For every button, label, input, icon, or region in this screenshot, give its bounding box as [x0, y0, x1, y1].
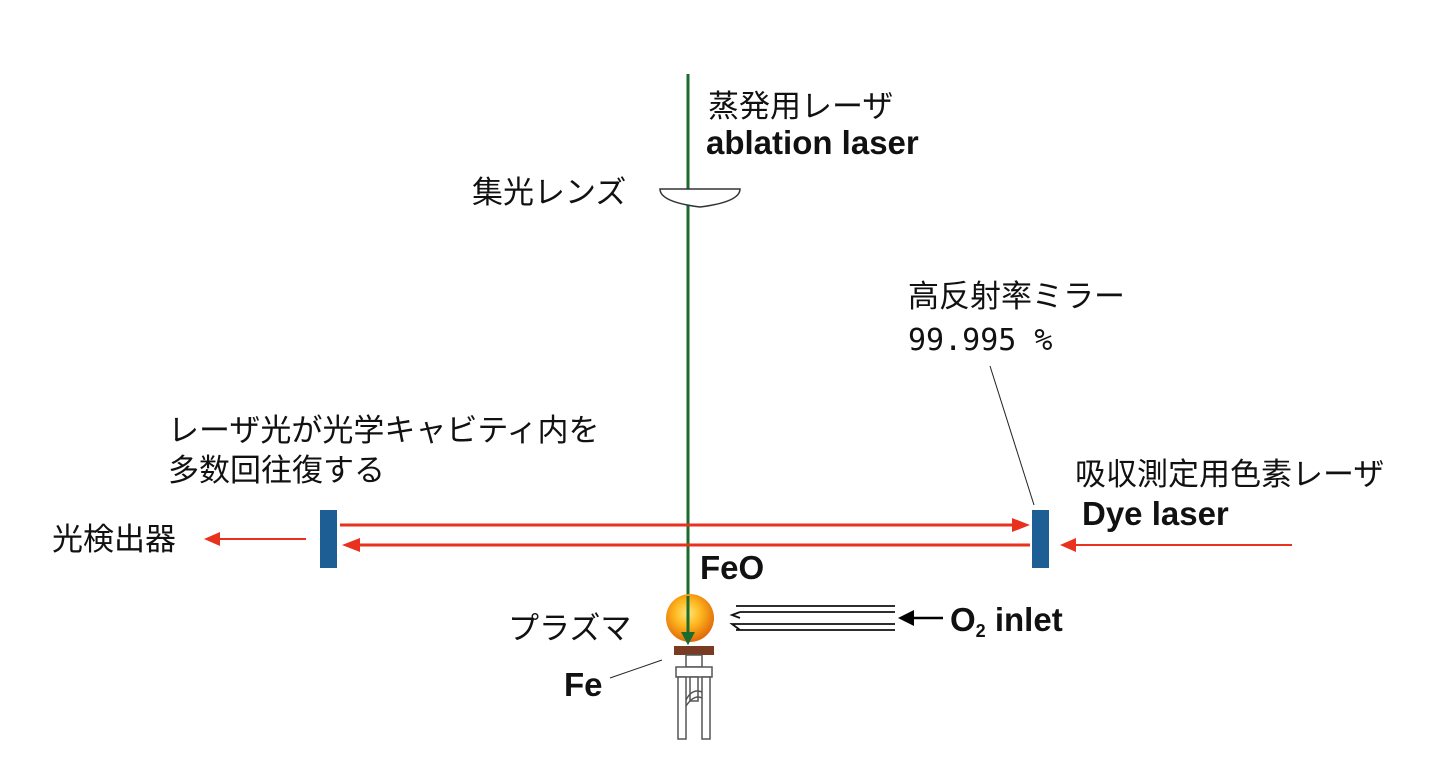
ablation-laser-label-jp: 蒸発用レーザ: [708, 89, 894, 125]
high-reflectivity-mirror-label: 高反射率ミラー: [908, 279, 1125, 315]
ablation-beam-arrowhead-overlay: [681, 632, 695, 645]
plasma-plume: [666, 594, 714, 642]
cavity-description-line2: 多数回往復する: [168, 453, 385, 489]
dye-laser-label-en: Dye laser: [1082, 495, 1229, 532]
right-cavity-mirror: [1032, 510, 1049, 568]
cavity-description-line1: レーザ光が光学キャビティ内を: [168, 413, 600, 449]
mirror-leader-line: [989, 365, 1035, 506]
ablation-laser-label-en: ablation laser: [706, 124, 919, 161]
fe-label: Fe: [564, 666, 603, 703]
cavity-beam-forward-arrowhead: [1012, 518, 1030, 532]
fe-leader-line: [609, 659, 663, 679]
photodetector-label: 光検出器: [52, 522, 176, 558]
o2-inlet-arrowhead: [898, 610, 914, 626]
detector-beam-arrowhead: [204, 532, 220, 546]
cavity-beam-return-arrowhead: [342, 538, 360, 552]
target-holder: [675, 654, 713, 740]
dye-laser-beam-arrowhead: [1060, 538, 1076, 552]
o2-inlet-label: O2 inlet: [950, 601, 1063, 641]
o2-inlet-nozzle: [729, 605, 895, 631]
mirror-reflectivity-value: 99.995 %: [908, 323, 1053, 358]
left-cavity-mirror: [320, 510, 337, 568]
plasma-label: プラズマ: [508, 611, 632, 647]
feo-label: FeO: [700, 549, 765, 586]
dye-laser-label-jp: 吸収測定用色素レーザ: [1075, 457, 1385, 493]
fe-target: [674, 646, 714, 655]
focusing-lens: [659, 188, 741, 208]
focusing-lens-label: 集光レンズ: [472, 175, 627, 211]
